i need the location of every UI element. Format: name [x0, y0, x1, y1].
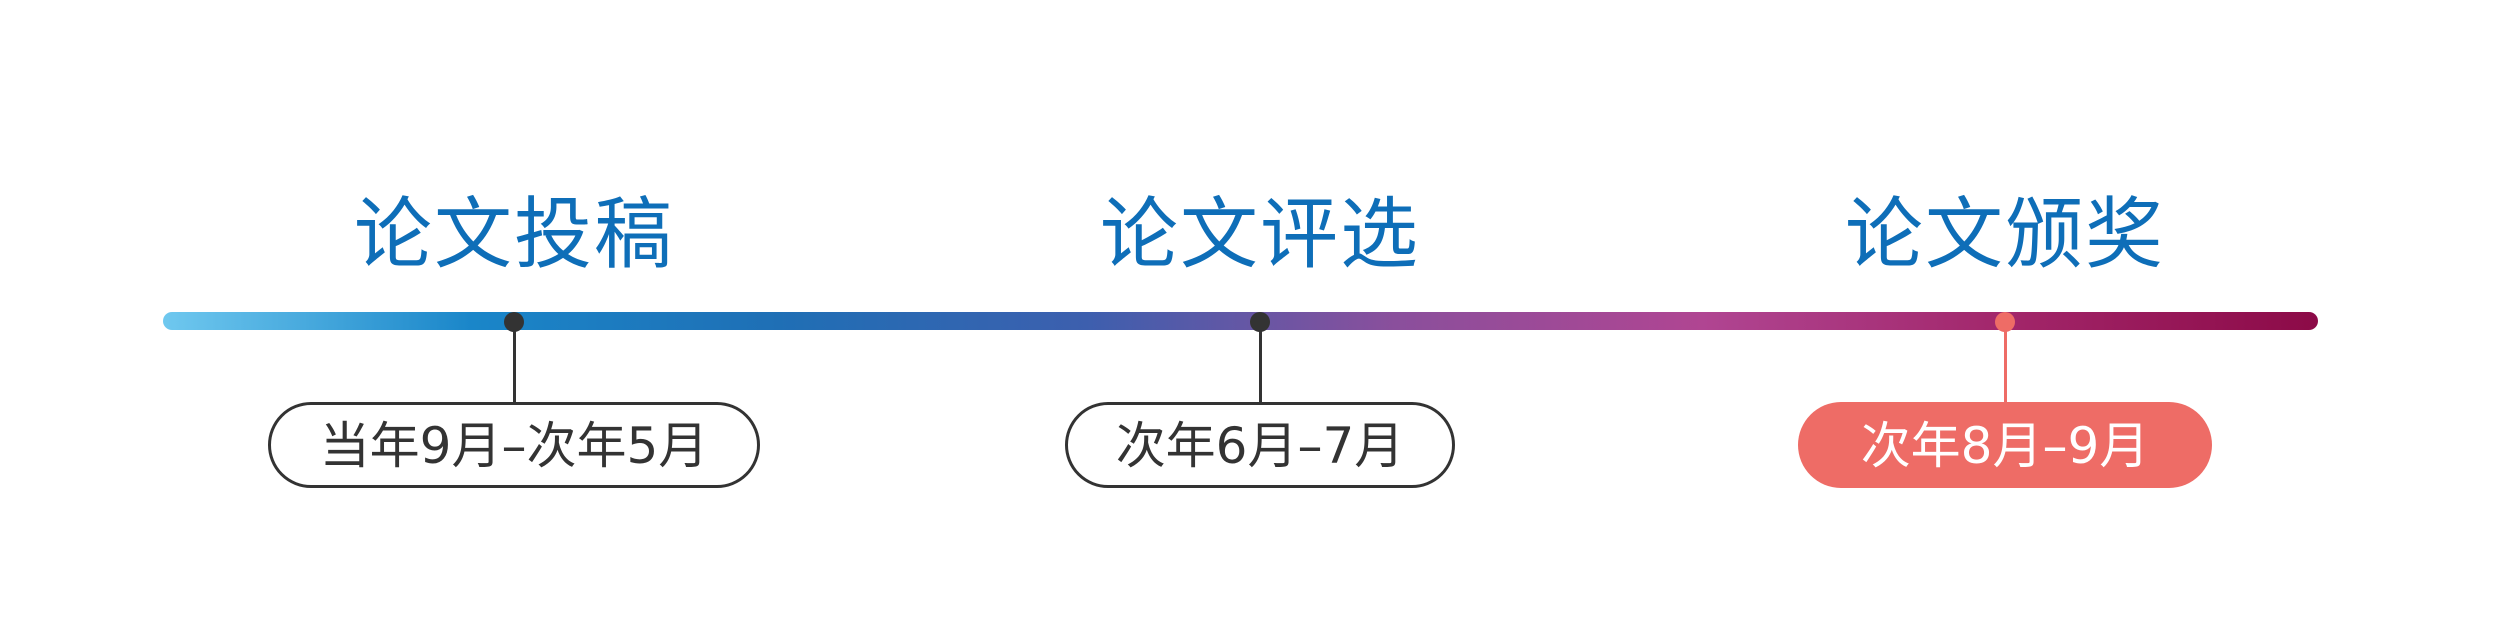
stage-title-award: 论文颁奖: [1844, 190, 2165, 280]
stage-connector-submission: [512, 322, 516, 404]
stage-date-review: 次年6月–7月: [1065, 402, 1455, 488]
stage-date-submission: 当年9月–次年5月: [268, 402, 760, 488]
stage-date-award: 次年8月–9月: [1798, 402, 2212, 488]
stage-title-review: 论文评选: [1099, 190, 1420, 280]
stage-connector-award: [2003, 322, 2007, 404]
stage-title-submission: 论文投稿: [353, 190, 674, 280]
timeline-bar: [163, 312, 2318, 330]
stage-connector-review: [1258, 322, 1262, 404]
